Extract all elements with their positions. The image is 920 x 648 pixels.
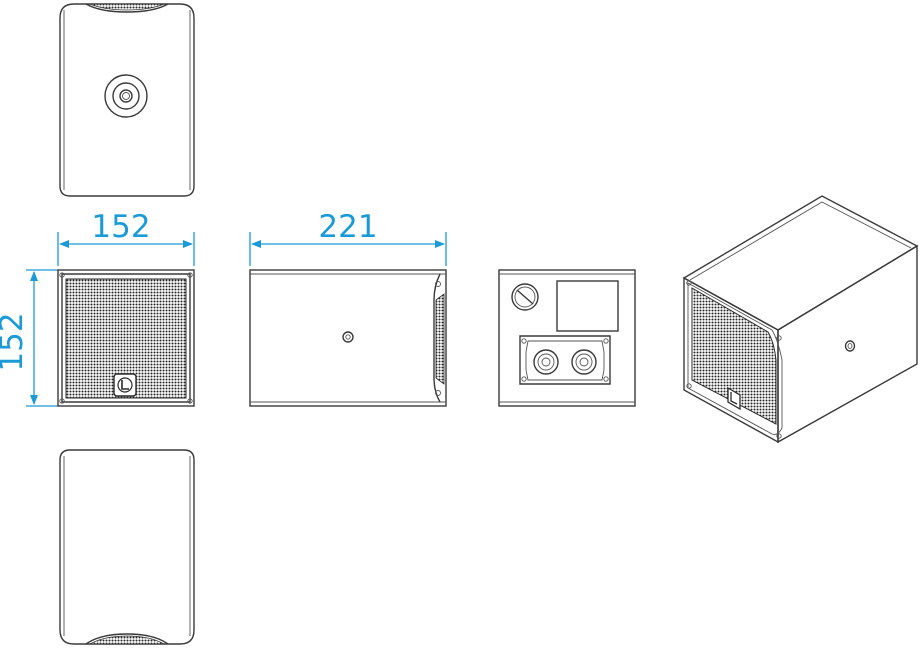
speakon-connector-right	[571, 349, 597, 375]
height-dimension: 152	[0, 269, 58, 407]
corner-screws-front	[59, 272, 193, 404]
width-dimension: 152	[57, 209, 195, 266]
rear-view	[498, 269, 636, 407]
mounting-socket-top	[104, 74, 148, 118]
depth-dimension-label: 221	[318, 209, 377, 245]
mounting-socket-iso	[844, 340, 856, 352]
bottom-view	[59, 449, 195, 645]
top-view	[59, 3, 195, 197]
depth-dimension: 221	[249, 209, 447, 266]
label-plate	[556, 280, 619, 332]
port-knob	[511, 283, 539, 311]
side-view	[249, 269, 447, 407]
logo-badge-front	[113, 373, 137, 397]
width-dimension-label: 152	[91, 209, 150, 245]
connector-panel	[519, 335, 611, 385]
mounting-socket-side	[342, 331, 354, 343]
isometric-view	[682, 195, 919, 444]
front-view	[57, 269, 195, 407]
height-dimension-label: 152	[0, 312, 30, 371]
speakon-connector-left	[533, 349, 559, 375]
logo-badge-iso	[727, 386, 741, 411]
